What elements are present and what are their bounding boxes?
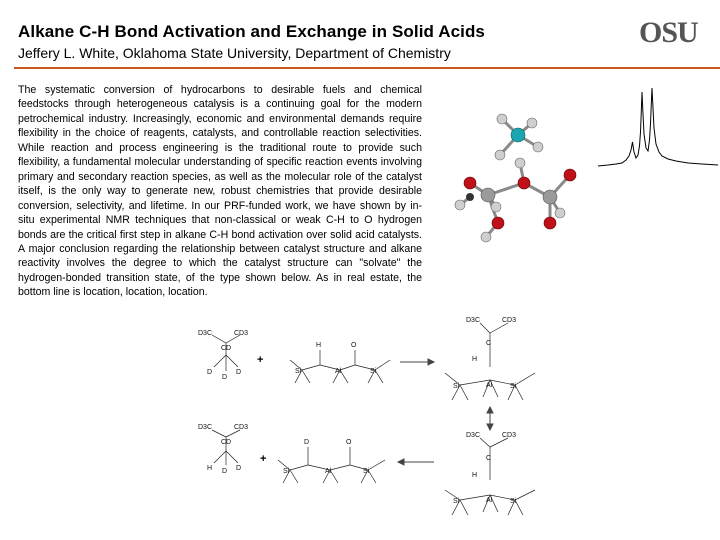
- silicon-atom-2: [542, 189, 558, 205]
- highlight-atom: [510, 127, 526, 143]
- oxygen-atom-3: [517, 176, 531, 190]
- label-cd3-3: CD3: [502, 317, 516, 324]
- label-d-6: D: [304, 439, 309, 446]
- label-c-1: C: [486, 340, 491, 347]
- label-al-2: Al: [325, 468, 332, 475]
- oxygen-atom-2: [491, 216, 505, 230]
- label-si-8: Si: [510, 498, 517, 505]
- dark-atom: [466, 193, 474, 201]
- page-subtitle: Jeffery L. White, Oklahoma State Univers…: [18, 45, 451, 61]
- hydrogen-atom-2: [526, 117, 538, 129]
- nmr-spectrum-figure: [598, 87, 719, 167]
- label-al-1: Al: [335, 368, 342, 375]
- hydrogen-atom-6: [480, 231, 492, 243]
- label-si-6: Si: [510, 383, 517, 390]
- label-si-1: Si: [295, 368, 302, 375]
- label-d-5: D: [236, 465, 241, 472]
- hydrogen-atom-3: [494, 149, 506, 161]
- label-si-2: Si: [370, 368, 377, 375]
- reaction-scheme: D3C CD3 CD D D D + H O Si Al Si D3C CD3 …: [198, 317, 536, 516]
- label-h-3: H: [472, 356, 477, 363]
- oxygen-atom-1: [463, 176, 477, 190]
- label-d3c-3: D3C: [466, 317, 480, 324]
- label-d-4: D: [222, 468, 227, 475]
- label-d3c-2: D3C: [198, 424, 212, 431]
- label-d-3: D: [236, 369, 241, 376]
- label-c-2: C: [486, 455, 491, 462]
- label-o-2: O: [346, 439, 352, 446]
- hydrogen-atom-7: [514, 157, 526, 169]
- hydrogen-atom-8: [554, 207, 566, 219]
- label-cd3-1: CD3: [234, 330, 248, 337]
- osu-logo: OSU: [639, 16, 699, 49]
- label-d3c-4: D3C: [466, 432, 480, 439]
- label-d-2: D: [222, 374, 227, 381]
- oxygen-atom-5: [543, 216, 557, 230]
- label-d-1: D: [207, 369, 212, 376]
- label-si-3: Si: [283, 468, 290, 475]
- label-cd3-2: CD3: [234, 424, 248, 431]
- label-si-5: Si: [453, 383, 460, 390]
- silicon-atom-1: [480, 187, 496, 203]
- label-h-2: H: [207, 465, 212, 472]
- label-d3c-1: D3C: [198, 330, 212, 337]
- label-al-3: Al: [486, 382, 493, 389]
- plus-sign-2: +: [260, 453, 266, 465]
- hydrogen-atom-4: [532, 141, 544, 153]
- label-h-1: H: [316, 342, 321, 349]
- nmr-spectrum-trace: [598, 87, 719, 167]
- label-cd3-4: CD3: [502, 432, 516, 439]
- label-o-1: O: [351, 342, 357, 349]
- page-title: Alkane C-H Bond Activation and Exchange …: [18, 22, 485, 41]
- label-al-4: Al: [486, 497, 493, 504]
- oxygen-atom-4: [563, 168, 577, 182]
- hydrogen-atom-1: [496, 113, 508, 125]
- label-cd-2: CD: [221, 439, 231, 446]
- label-si-4: Si: [363, 468, 370, 475]
- plus-sign-1: +: [257, 354, 263, 366]
- hydrogen-atom-5: [490, 201, 502, 213]
- label-si-7: Si: [453, 498, 460, 505]
- header-rule: [14, 67, 720, 69]
- label-h-4: H: [472, 472, 477, 479]
- hydrogen-atom-9: [454, 199, 466, 211]
- label-cd-1: CD: [221, 345, 231, 352]
- body-paragraph: The systematic conversion of hydrocarbon…: [18, 84, 422, 299]
- molecule-model: [454, 113, 577, 243]
